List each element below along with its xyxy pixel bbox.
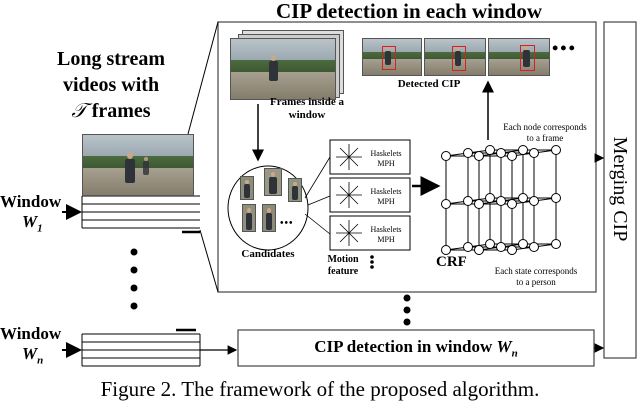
feature-box-2 [329,177,411,213]
vertical-dots-middle [403,294,411,326]
crf-lattice [441,145,561,255]
detected-frame-3 [488,38,550,76]
candidates-ellipse [227,165,309,251]
window1-label: Window W1 [0,192,62,235]
stacked-frame-front [230,38,336,100]
feature-box-3 [329,215,411,251]
candidate-crop-5 [262,204,276,232]
zoom-line-top [187,21,219,135]
detected-frame-2 [424,38,486,76]
detected-ellipsis: ••• [552,38,577,58]
left-heading: Long stream videos with 𝒯 frames [26,46,196,124]
motion-star-3 [336,220,362,246]
candidates-ellipsis: ••• [280,218,294,229]
merging-cip-box [603,21,637,359]
panel-title: CIP detection in each window [275,0,542,23]
crf-label: CRF [436,254,467,270]
detected-frame-1 [362,38,422,76]
windown-timeline [81,328,201,367]
bottom-box-label: CIP detection in window Wn [314,337,518,360]
feature-box-1 [329,139,411,175]
left-heading-line3: 𝒯 frames [71,100,151,122]
left-heading-line1: Long stream [57,48,165,70]
candidate-crop-4 [242,204,256,232]
figure-caption: Figure 2. The framework of the proposed … [100,377,540,401]
vertical-dots-features [370,255,374,269]
frames-caption: Frames inside a window [270,96,344,121]
candidate-crop-2 [264,168,282,196]
zoom-line-bottom [199,229,219,293]
motion-star-1 [336,144,362,170]
motion-star-2 [336,182,362,208]
windown-label: Window Wn [0,324,62,367]
detected-caption: Detected CIP [397,78,461,90]
merging-cip-label: Merging CIP [609,136,631,242]
candidates-caption: Candidates [241,248,295,260]
window1-timeline [81,195,200,234]
left-heading-line2: videos with [62,74,160,96]
video-frame-image [82,134,194,196]
tau-symbol: 𝒯 [71,100,87,122]
candidate-crop-3 [288,178,302,202]
candidate-crop-1 [240,176,254,200]
vertical-dots-left [130,248,138,310]
